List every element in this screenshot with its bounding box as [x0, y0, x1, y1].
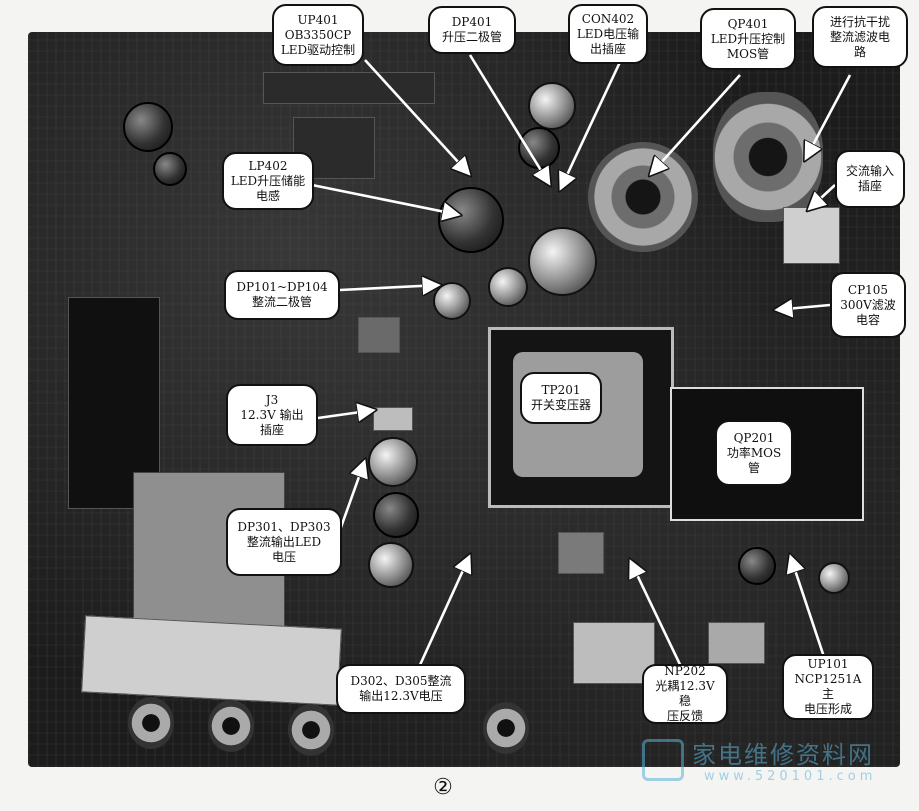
capacitor — [738, 547, 776, 585]
callout-dp301: DP301、DP303 整流输出LED 电压 — [226, 508, 342, 576]
capacitor — [528, 82, 576, 130]
callout-up101: UP101 NCP1251A主 电压形成 — [782, 654, 874, 720]
callout-qp201: QP201 功率MOS 管 — [715, 420, 793, 486]
watermark-name: 家电维修资料网 — [692, 741, 874, 769]
callout-qp401: QP401 LED升压控制 MOS管 — [700, 8, 796, 70]
capacitor — [818, 562, 850, 594]
figure-number: ② — [433, 775, 453, 800]
optocoupler-np202 — [558, 532, 604, 574]
capacitor-cp105 — [528, 227, 597, 296]
rca-jack — [288, 704, 334, 756]
callout-d302: D302、D305整流 输出12.3V电压 — [336, 664, 466, 714]
callout-dp101: DP101~DP104 整流二极管 — [224, 270, 340, 320]
callout-up401: UP401 OB3350CP LED驱动控制 — [272, 4, 364, 66]
capacitor-dp301 — [368, 437, 418, 487]
rca-jack — [208, 700, 254, 752]
common-mode-choke — [588, 142, 698, 252]
callout-lp402: LP402 LED升压储能 电感 — [222, 152, 314, 210]
capacitor — [488, 267, 528, 307]
capacitor — [373, 492, 419, 538]
capacitor — [123, 102, 173, 152]
watermark-url: www.520101.com — [704, 769, 877, 784]
connector-j3 — [373, 407, 413, 431]
callout-ac-input: 交流输入 插座 — [835, 150, 905, 208]
ac-input-socket — [783, 207, 840, 264]
chip — [358, 317, 400, 353]
connector-bottom-right — [708, 622, 765, 664]
callout-dp401: DP401 升压二极管 — [428, 6, 516, 54]
top-connector — [263, 72, 435, 104]
capacitor — [368, 542, 414, 588]
watermark-logo-icon — [642, 739, 684, 781]
capacitor — [153, 152, 187, 186]
capacitor — [518, 127, 560, 169]
callout-cp105: CP105 300V滤波 电容 — [830, 272, 906, 338]
callout-j3: J3 12.3V 输出 插座 — [226, 384, 318, 446]
connector-bottom — [573, 622, 655, 684]
rca-jack — [128, 697, 174, 749]
callout-np202: NP202 光耦12.3V稳 压反馈 — [642, 664, 728, 724]
callout-tp201: TP201 开关变压器 — [520, 372, 602, 424]
rca-jack — [483, 702, 529, 754]
callout-filter: 进行抗干扰 整流滤波电 路 — [812, 6, 908, 68]
circuit-board-photo — [28, 32, 900, 767]
watermark: 家电维修资料网 www.520101.com — [640, 735, 910, 795]
callout-con402: CON402 LED电压输 出插座 — [568, 4, 648, 64]
